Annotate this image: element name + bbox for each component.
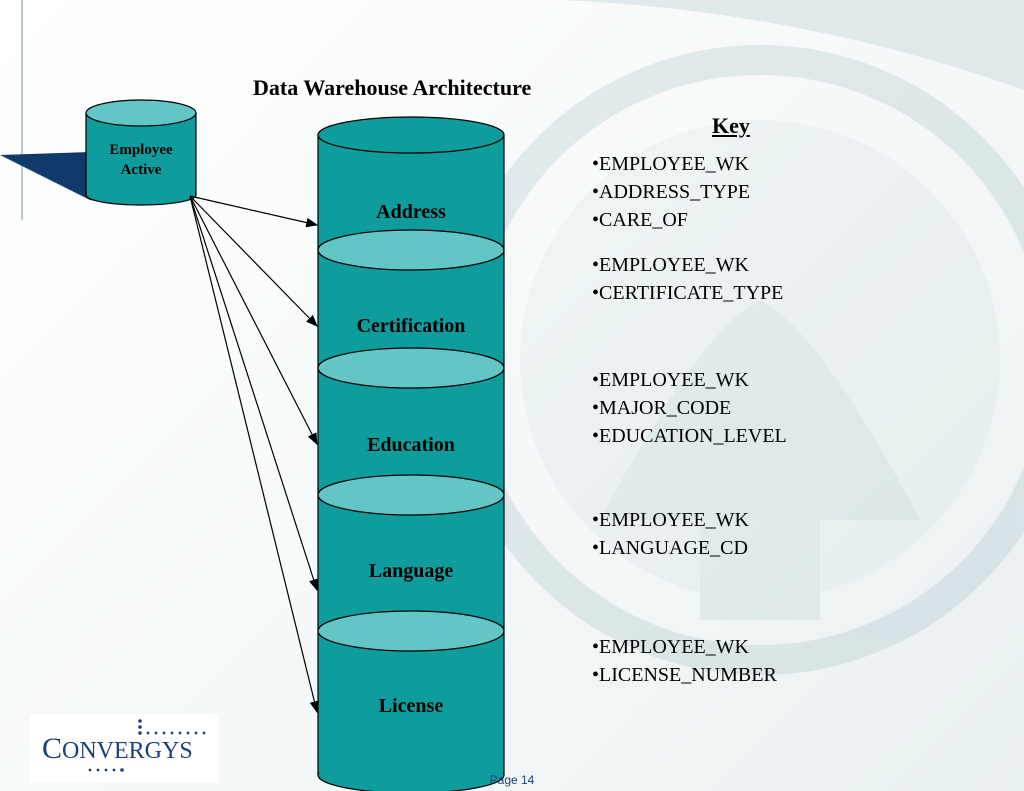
key-item: LANGUAGE_CD xyxy=(592,534,749,562)
key-item: ADDRESS_TYPE xyxy=(592,178,750,206)
key-item: EMPLOYEE_WK xyxy=(592,633,777,661)
arrow-to-address xyxy=(189,195,319,228)
segment-label-license: License xyxy=(378,695,444,717)
key-group-address: EMPLOYEE_WK ADDRESS_TYPE CARE_OF xyxy=(592,150,750,234)
logo-wordmark: CONVERGYS xyxy=(42,732,193,766)
arrow-to-license xyxy=(189,195,320,714)
key-item: EMPLOYEE_WK xyxy=(592,366,787,394)
employee-active-cylinder xyxy=(85,99,197,206)
key-item: LICENSE_NUMBER xyxy=(592,661,777,689)
source-label-line2: Active xyxy=(120,162,162,178)
segment-label-address: Address xyxy=(376,201,446,223)
top-swoosh xyxy=(560,0,1024,90)
key-item: CARE_OF xyxy=(592,206,750,234)
logo-wordmark-first: C xyxy=(42,732,63,765)
arrow-to-education xyxy=(189,195,318,446)
page-number: Page 14 xyxy=(489,773,535,787)
source-label-line1: Employee xyxy=(109,142,173,158)
key-item: EDUCATION_LEVEL xyxy=(592,422,787,450)
slide-title: Data Warehouse Architecture xyxy=(253,75,532,100)
key-group-license: EMPLOYEE_WK LICENSE_NUMBER xyxy=(592,633,777,689)
logo-wordmark-rest: ONVERGYS xyxy=(62,738,193,764)
key-group-language: EMPLOYEE_WK LANGUAGE_CD xyxy=(592,506,749,562)
segment-label-certification: Certification xyxy=(356,315,466,337)
key-item: CERTIFICATE_TYPE xyxy=(592,279,783,307)
segment-label-education: Education xyxy=(367,434,455,456)
key-item: EMPLOYEE_WK xyxy=(592,150,750,178)
key-heading: Key xyxy=(712,113,750,138)
key-item: EMPLOYEE_WK xyxy=(592,506,749,534)
key-item: MAJOR_CODE xyxy=(592,394,787,422)
arrow-to-language xyxy=(189,195,319,592)
segment-label-language: Language xyxy=(368,560,454,582)
connector-arrows xyxy=(189,195,320,714)
key-group-education: EMPLOYEE_WK MAJOR_CODE EDUCATION_LEVEL xyxy=(592,366,787,450)
arrow-to-certification xyxy=(189,195,318,327)
key-group-certification: EMPLOYEE_WK CERTIFICATE_TYPE xyxy=(592,251,783,307)
warehouse-cylinder xyxy=(317,116,505,791)
logo-dots-icon xyxy=(88,719,206,772)
source-label: Employee Active xyxy=(86,140,196,180)
key-item: EMPLOYEE_WK xyxy=(592,251,783,279)
convergys-logo xyxy=(30,715,218,783)
